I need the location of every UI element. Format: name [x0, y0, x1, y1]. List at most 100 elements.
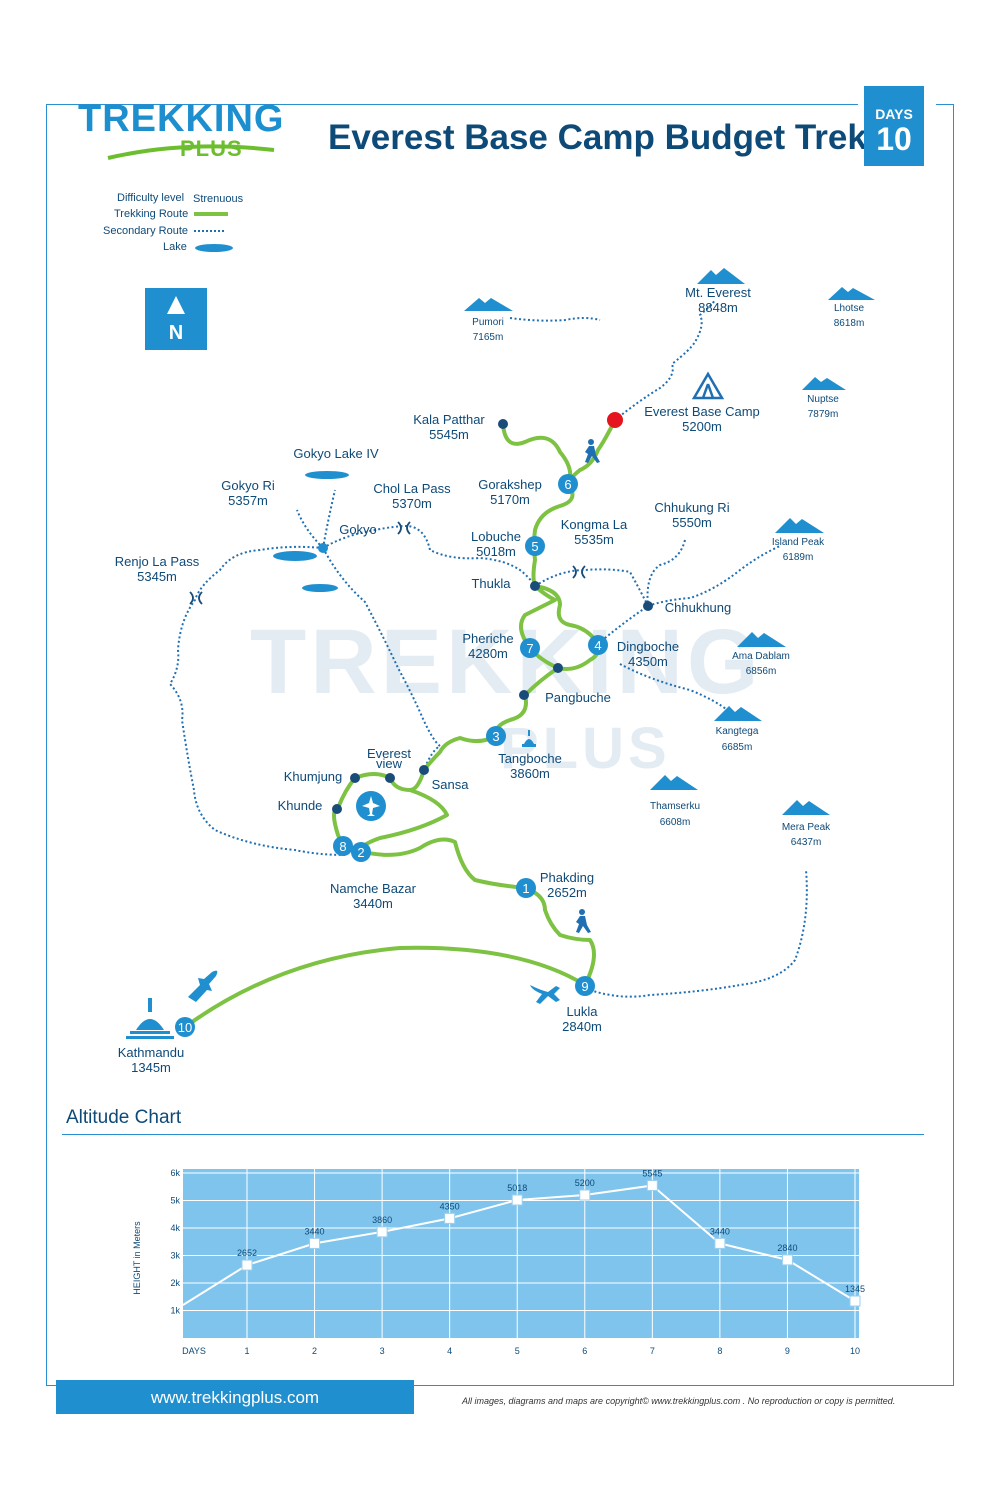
peak-name: Mt. Everest — [685, 285, 751, 300]
legend-difficulty-value: Strenuous — [193, 193, 244, 205]
day-marker-5 — [525, 536, 545, 556]
secondary-route-kongma — [534, 568, 649, 607]
day-marker-label: 1 — [522, 881, 529, 896]
peak-name: Kangtega — [716, 726, 759, 737]
logo-main-text: TREKKING — [78, 98, 285, 140]
place-name: Khunde — [278, 798, 323, 813]
place-name: Gokyo — [339, 522, 377, 537]
ama-dablam-peak-icon — [737, 632, 786, 647]
place-name: Chhukung Ri — [654, 500, 729, 515]
pass-icons — [189, 521, 586, 605]
logo-swoosh-icon — [107, 144, 275, 160]
place-name: Kala Patthar — [413, 412, 485, 427]
footer-url-link[interactable]: www.trekkingplus.com — [150, 1388, 320, 1407]
secondary-route-renjo — [168, 545, 346, 856]
place-name: Chol La Pass — [373, 481, 451, 496]
kongma-la-pass-icon — [572, 565, 586, 579]
page-title: Everest Base Camp Budget Trek — [328, 118, 867, 157]
day-marker-label: 8 — [339, 839, 346, 854]
legend-lake: Lake — [163, 241, 187, 253]
gokyo-lake-iv — [305, 471, 349, 479]
secondary-routes — [168, 299, 808, 998]
place-name: Renjo La Pass — [115, 554, 200, 569]
peak-name: Lhotse — [834, 303, 864, 314]
peak-name: Mera Peak — [782, 822, 831, 833]
peak-name: Ama Dablam — [732, 651, 790, 662]
north-letter: N — [168, 322, 184, 344]
peak-alt: 6437m — [791, 837, 822, 848]
khunde-dot — [332, 804, 342, 814]
plane-icon-lukla — [530, 985, 560, 1004]
days-badge: DAYS 10 — [864, 86, 924, 166]
pheriche-junction-dot — [553, 663, 563, 673]
place-name: Gorakshep — [478, 477, 542, 492]
day-marker-1 — [516, 878, 536, 898]
place-name: Gokyo Ri — [221, 478, 275, 493]
place-name: Tangboche — [498, 751, 562, 766]
peak-icons — [464, 268, 875, 815]
place-alt: view — [376, 756, 403, 771]
secondary-route-mera — [589, 869, 808, 998]
day-markers: 1 2 3 4 5 6 7 8 9 10 — [175, 474, 608, 1037]
mera-peak-icon — [782, 800, 830, 815]
day-marker-2 — [351, 842, 371, 862]
peak-alt: 7165m — [473, 332, 504, 343]
renjo-la-pass-icon — [189, 591, 203, 605]
peak-alt: 6608m — [660, 817, 691, 828]
gokyo-lake-main — [273, 551, 317, 561]
day-marker-label: 2 — [357, 845, 364, 860]
peak-alt: 7879m — [808, 409, 839, 420]
place-name: Everest Base Camp — [644, 404, 760, 419]
secondary-route-chhukhung — [597, 545, 781, 645]
everest-base-camp-marker — [607, 412, 623, 428]
secondary-route-pumori — [509, 317, 601, 322]
place-name: Lobuche — [471, 529, 521, 544]
place-name: Everest — [367, 746, 411, 761]
day-marker-8 — [333, 836, 353, 856]
peak-alt: 6685m — [722, 742, 753, 753]
plane-icon-kathmandu — [188, 970, 218, 1002]
pangbuche-dot — [519, 690, 529, 700]
nuptse-peak-icon — [802, 377, 846, 390]
place-name: Thukla — [471, 576, 511, 591]
day-marker-label: 10 — [178, 1020, 192, 1035]
kathmandu-stupa-icon — [126, 998, 174, 1039]
place-alt: 5535m — [574, 532, 614, 547]
trekking-plus-logo: TREKKING PLUS — [78, 96, 283, 166]
legend-difficulty-label: Difficulty level — [117, 192, 185, 204]
lakes — [273, 471, 349, 592]
secondary-route-ama — [619, 663, 731, 713]
thukla-dot — [530, 581, 540, 591]
place-name: Kathmandu — [118, 1045, 185, 1060]
lhotse-peak-icon — [828, 287, 875, 300]
peak-alt: 8848m — [698, 300, 738, 315]
footer-url-bar: www.trekkingplus.com — [56, 1380, 414, 1414]
place-alt: 4350m — [628, 654, 668, 669]
tangboche-monastery-icon — [522, 730, 536, 747]
place-name: Gokyo Lake IV — [293, 446, 379, 461]
khumjung-dot — [350, 773, 360, 783]
place-alt: 5345m — [137, 569, 177, 584]
day-marker-9 — [575, 976, 595, 996]
north-compass: N — [145, 288, 207, 350]
place-alt: 2840m — [562, 1019, 602, 1034]
peak-alt: 8618m — [834, 318, 865, 329]
place-alt: 4280m — [468, 646, 508, 661]
place-alt: 5018m — [476, 544, 516, 559]
peak-name: Island Peak — [772, 537, 825, 548]
thamserku-peak-icon — [650, 775, 698, 790]
day-marker-label: 3 — [492, 729, 499, 744]
day-marker-label: 7 — [526, 641, 533, 656]
secondary-route-chola — [322, 524, 536, 587]
secondary-route-chhukung-ri — [646, 539, 686, 607]
day-marker-label: 4 — [594, 638, 601, 653]
day-marker-10 — [175, 1017, 195, 1037]
north-arrow-icon — [167, 296, 185, 314]
peak-name: Thamserku — [650, 801, 700, 812]
peak-alt: 6189m — [783, 552, 814, 563]
trekker-icon-lower — [576, 909, 591, 933]
legend-secondary-route: Secondary Route — [103, 225, 188, 237]
peak-alt: 6856m — [746, 666, 777, 677]
base-camp-tent-icon — [691, 371, 725, 400]
trekker-icon-upper — [585, 439, 600, 463]
